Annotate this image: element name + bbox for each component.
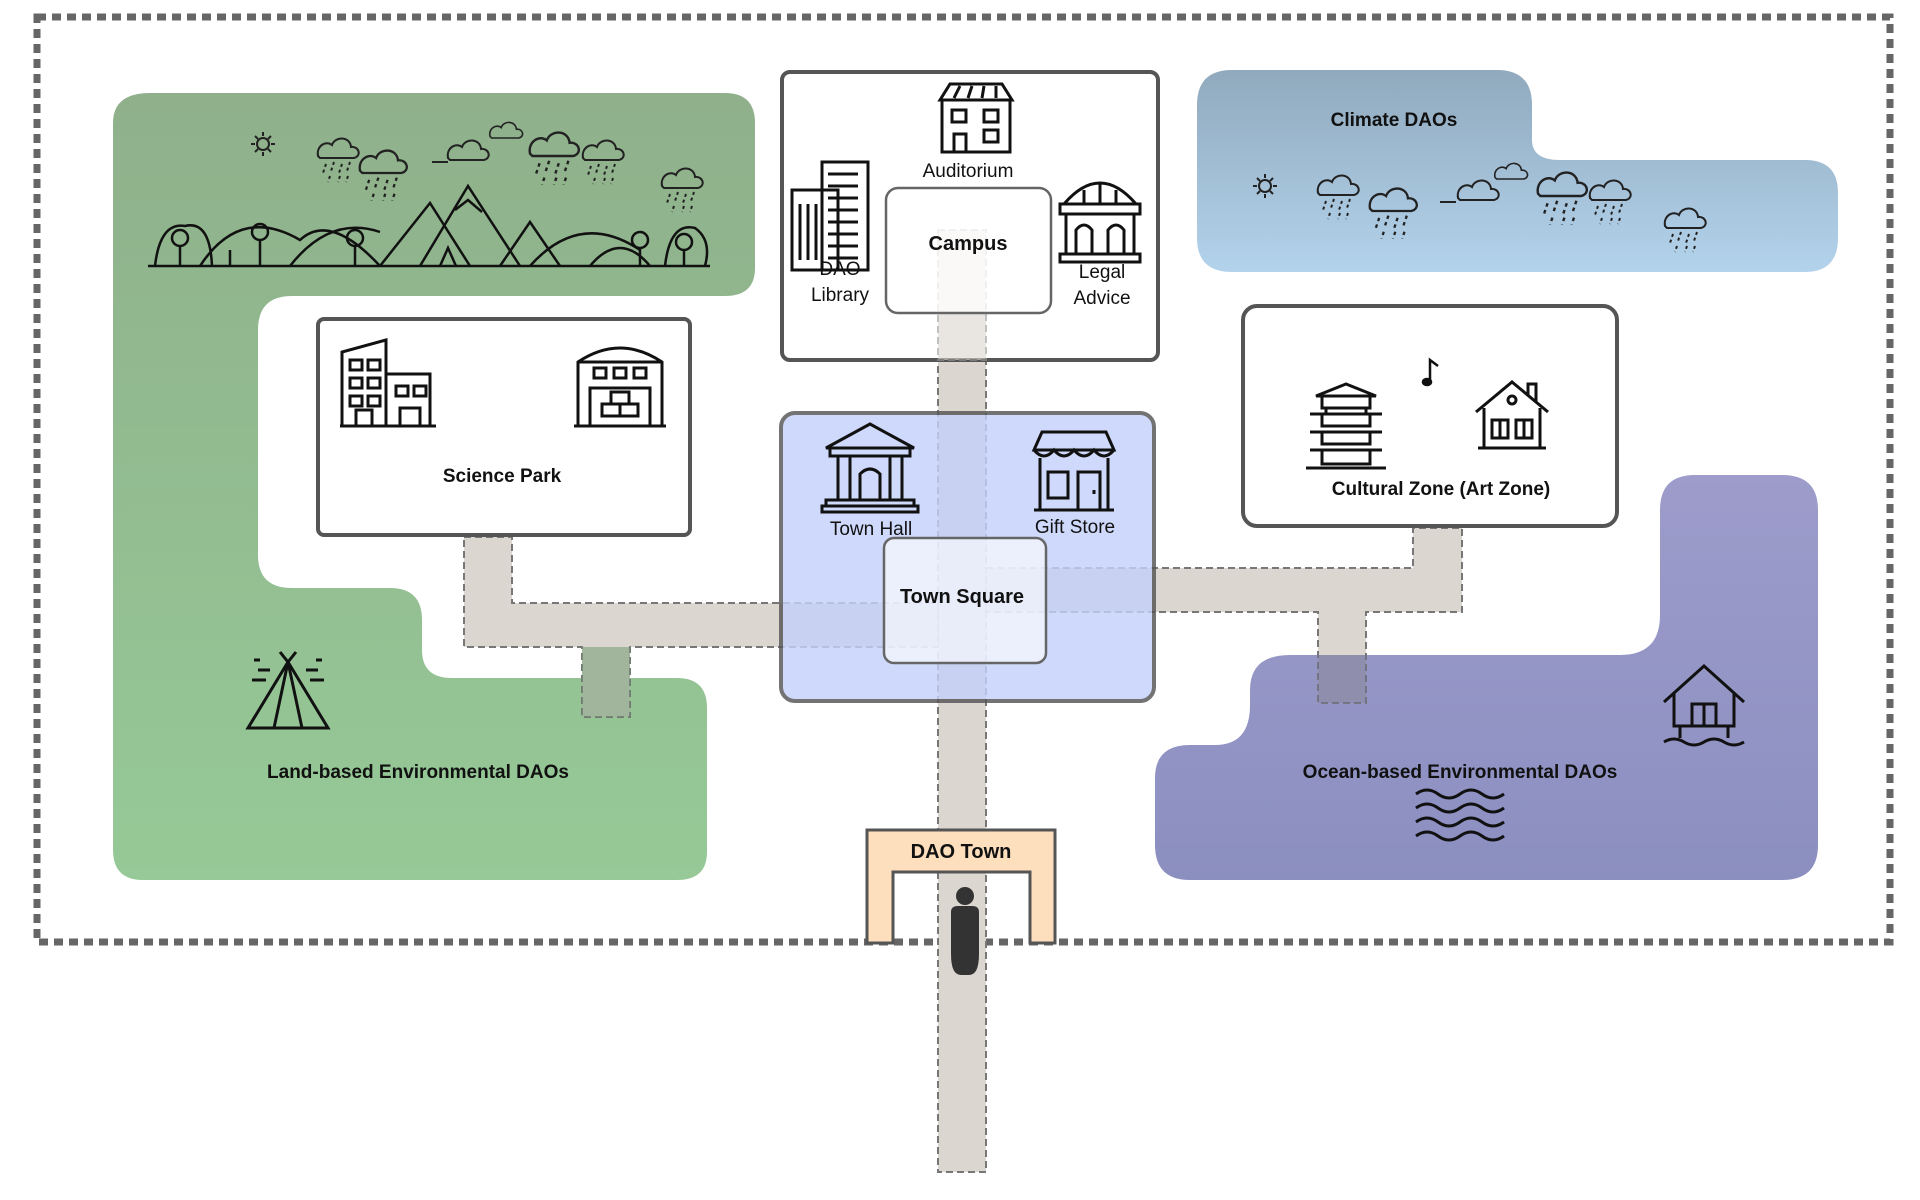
town-hall-icon: [820, 422, 920, 514]
auditorium-label: Auditorium: [923, 161, 1014, 182]
auditorium-icon: [937, 82, 1015, 154]
dao-town-label: DAO Town: [911, 841, 1012, 863]
town-hall-label: Town Hall: [830, 519, 912, 540]
campus-center[interactable]: [884, 186, 1053, 315]
tent-icon: [245, 651, 331, 730]
music-note-icon: [1421, 357, 1439, 387]
legal-dome-icon: [1058, 181, 1142, 264]
road-land-overlap: [582, 647, 630, 717]
warehouse-icon: [574, 346, 666, 428]
road-ocean-overlap: [1318, 655, 1366, 703]
store-icon: [1031, 430, 1117, 512]
legal-advice-label-1: Legal: [1079, 262, 1126, 283]
landscape-icon: [148, 183, 710, 268]
dao-library-label-2: Library: [811, 285, 870, 306]
office-building-icon: [340, 338, 436, 428]
town-square-center[interactable]: [882, 536, 1048, 665]
cultural-zone[interactable]: [1241, 304, 1619, 528]
climate-weather-icons: [1252, 162, 1706, 252]
cultural-zone-label: Cultural Zone (Art Zone): [1332, 479, 1550, 500]
ocean-daos-label: Ocean-based Environmental DAOs: [1303, 762, 1618, 783]
ocean-zone: [1155, 475, 1818, 880]
library-building-icon: [790, 160, 870, 272]
gift-store-label: Gift Store: [1035, 517, 1115, 538]
campus-label: Campus: [929, 233, 1008, 255]
science-park-label: Science Park: [443, 466, 562, 487]
dao-town-gate: [865, 828, 1057, 945]
town-square-label: Town Square: [900, 586, 1024, 608]
town-boundary: [33, 13, 1894, 946]
house-icon: [1475, 380, 1549, 450]
climate-zone: [1197, 70, 1838, 272]
person-icon: [951, 887, 979, 975]
dao-library-label-1: DAO: [819, 259, 860, 280]
land-daos-label: Land-based Environmental DAOs: [267, 762, 569, 783]
stilt-house-icon: [1662, 663, 1746, 747]
pagoda-icon: [1306, 382, 1386, 470]
climate-daos-label: Climate DAOs: [1331, 110, 1458, 131]
legal-advice-label-2: Advice: [1073, 288, 1130, 309]
land-weather-icons: [250, 121, 703, 212]
waves-icon: [1415, 788, 1505, 842]
